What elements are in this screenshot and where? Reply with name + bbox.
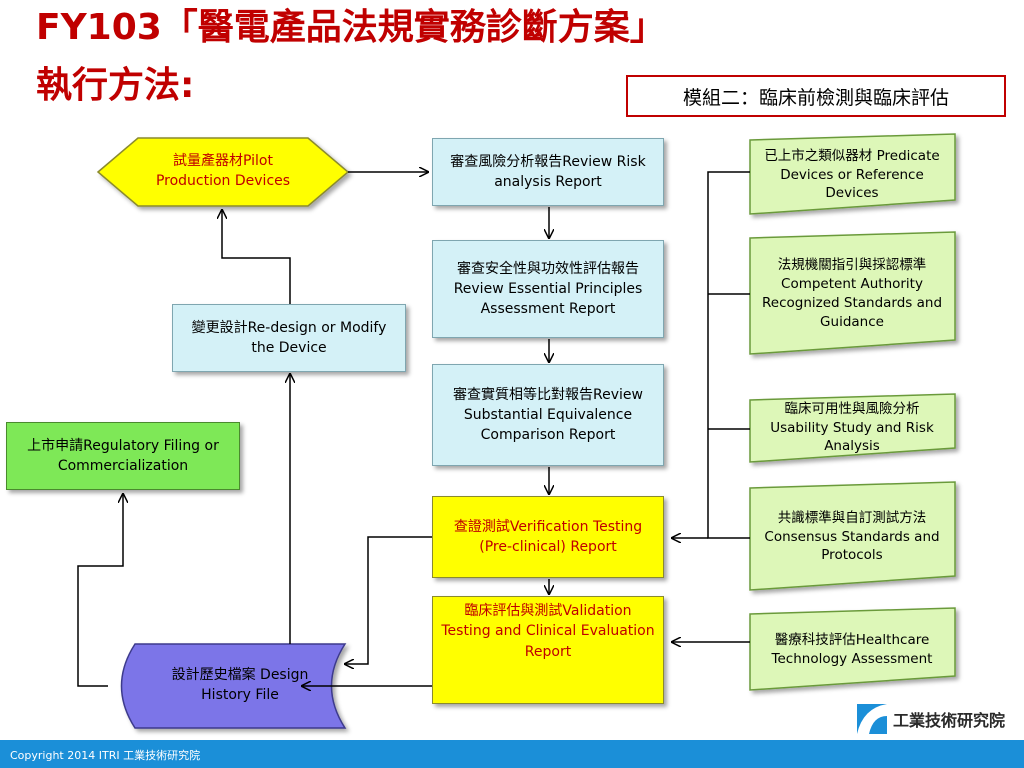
doc-usability-risk: 臨床可用性與風險分析 Usability Study and Risk Anal… [770, 400, 934, 455]
page-title: FY103「醫電產品法規實務診斷方案」 [36, 7, 666, 48]
arrow-dhf-to-filing [77, 494, 123, 687]
itri-logo-text: 工業技術研究院 [893, 711, 1006, 730]
node-redesign: 變更設計Re-design or Modify the Device [172, 304, 406, 372]
doc-consensus-standards: 共識標準與自訂測試方法 Consensus Standards and Prot… [764, 509, 940, 564]
doc-shape-predicate [749, 133, 956, 215]
arrow-verification-to-dhf [345, 536, 432, 664]
footer-bar: Copyright 2014 ITRI 工業技術研究院 [0, 740, 1024, 768]
itri-logo-icon [857, 704, 887, 734]
flow-diagram [77, 133, 956, 729]
dhf-shape [120, 643, 347, 729]
doc-bracket [707, 171, 750, 539]
node-essential-principles: 審查安全性與功效性評估報告Review Essential Principles… [432, 240, 664, 338]
doc-shape-standards [749, 231, 956, 355]
page-subtitle: 執行方法: [36, 65, 195, 106]
arrow-redesign-to-pilot [222, 210, 291, 304]
doc-health-tech-assessment: 醫療科技評估Healthcare Technology Assessment [771, 632, 933, 667]
module-label: 模組二：臨床前檢測與臨床評估 [626, 75, 1006, 117]
footer-copyright: Copyright 2014 ITRI 工業技術研究院 [10, 749, 201, 762]
node-substantial-equivalence: 審查實質相等比對報告Review Substantial Equivalence… [432, 364, 664, 466]
itri-logo: 工業技術研究院 [857, 704, 1005, 734]
node-design-history-file: 設計歷史檔案 Design History File [171, 667, 309, 703]
doc-authority-standards: 法規機關指引與採認標準 Competent Authority Recogniz… [761, 257, 943, 330]
node-validation-testing: 臨床評估與測試Validation Testing and Clinical E… [432, 596, 664, 704]
doc-shape-consensus [749, 481, 956, 591]
doc-shape-hta [749, 607, 956, 691]
doc-shapes [749, 133, 956, 691]
doc-shape-usability [749, 393, 956, 463]
node-regulatory-filing: 上市申請Regulatory Filing or Commercializati… [6, 422, 240, 490]
node-verification-testing: 查證測試Verification Testing (Pre-clinical) … [432, 496, 664, 578]
node-risk-analysis: 審查風險分析報告Review Risk analysis Report [432, 138, 664, 206]
doc-predicate-devices: 已上市之類似器材 Predicate Devices or Reference … [764, 147, 940, 202]
node-pilot: 試量產器材Pilot Production Devices [155, 153, 291, 189]
